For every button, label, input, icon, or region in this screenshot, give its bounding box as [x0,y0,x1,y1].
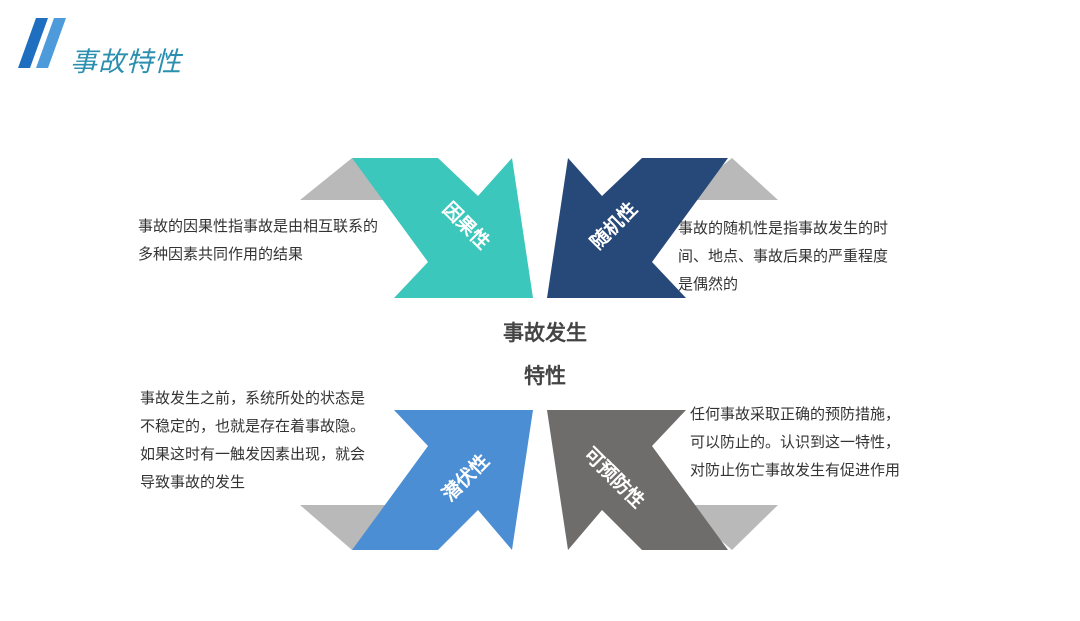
title-slash-icon [18,18,66,68]
randomness-description: 事故的随机性是指事故发生的时 间、地点、事故后果的严重程度 是偶然的 [678,214,888,298]
randomness-desc-line: 间、地点、事故后果的严重程度 [678,247,889,265]
randomness-desc-line: 事故的随机性是指事故发生的时 [678,219,889,237]
causality-desc-line: 事故的因果性指事故是由相互联系的 [138,217,379,235]
latency-arrow [352,410,533,550]
randomness-desc-line: 是偶然的 [678,275,739,293]
causality-desc-line: 多种因素共同作用的结果 [138,245,304,263]
latency-desc-line: 如果这时有一触发因素出现，就会 [140,445,366,463]
page-title: 事故特性 [70,47,182,78]
preventability-arrow [547,410,728,550]
preventability-description: 任何事故采取正确的预防措施， 可以防止的。认识到这一特性， 对防止伤亡事故发生有… [690,400,900,484]
center-title: 事故发生 特性 [480,312,610,398]
latency-desc-line: 导致事故的发生 [140,473,246,491]
preventability-desc-line: 可以防止的。认识到这一特性， [690,433,901,451]
randomness-arrow [547,158,728,298]
causality-description: 事故的因果性指事故是由相互联系的 多种因素共同作用的结果 [138,212,378,268]
center-title-line1: 事故发生 [503,321,587,345]
preventability-desc-line: 对防止伤亡事故发生有促进作用 [690,461,901,479]
latency-desc-line: 不稳定的，也就是存在着事故隐。 [140,417,366,435]
causality-arrow [352,158,533,298]
center-title-line2: 特性 [524,364,566,388]
latency-description: 事故发生之前，系统所处的状态是 不稳定的，也就是存在着事故隐。 如果这时有一触发… [140,384,365,496]
latency-desc-line: 事故发生之前，系统所处的状态是 [140,389,366,407]
preventability-desc-line: 任何事故采取正确的预防措施， [690,405,901,423]
